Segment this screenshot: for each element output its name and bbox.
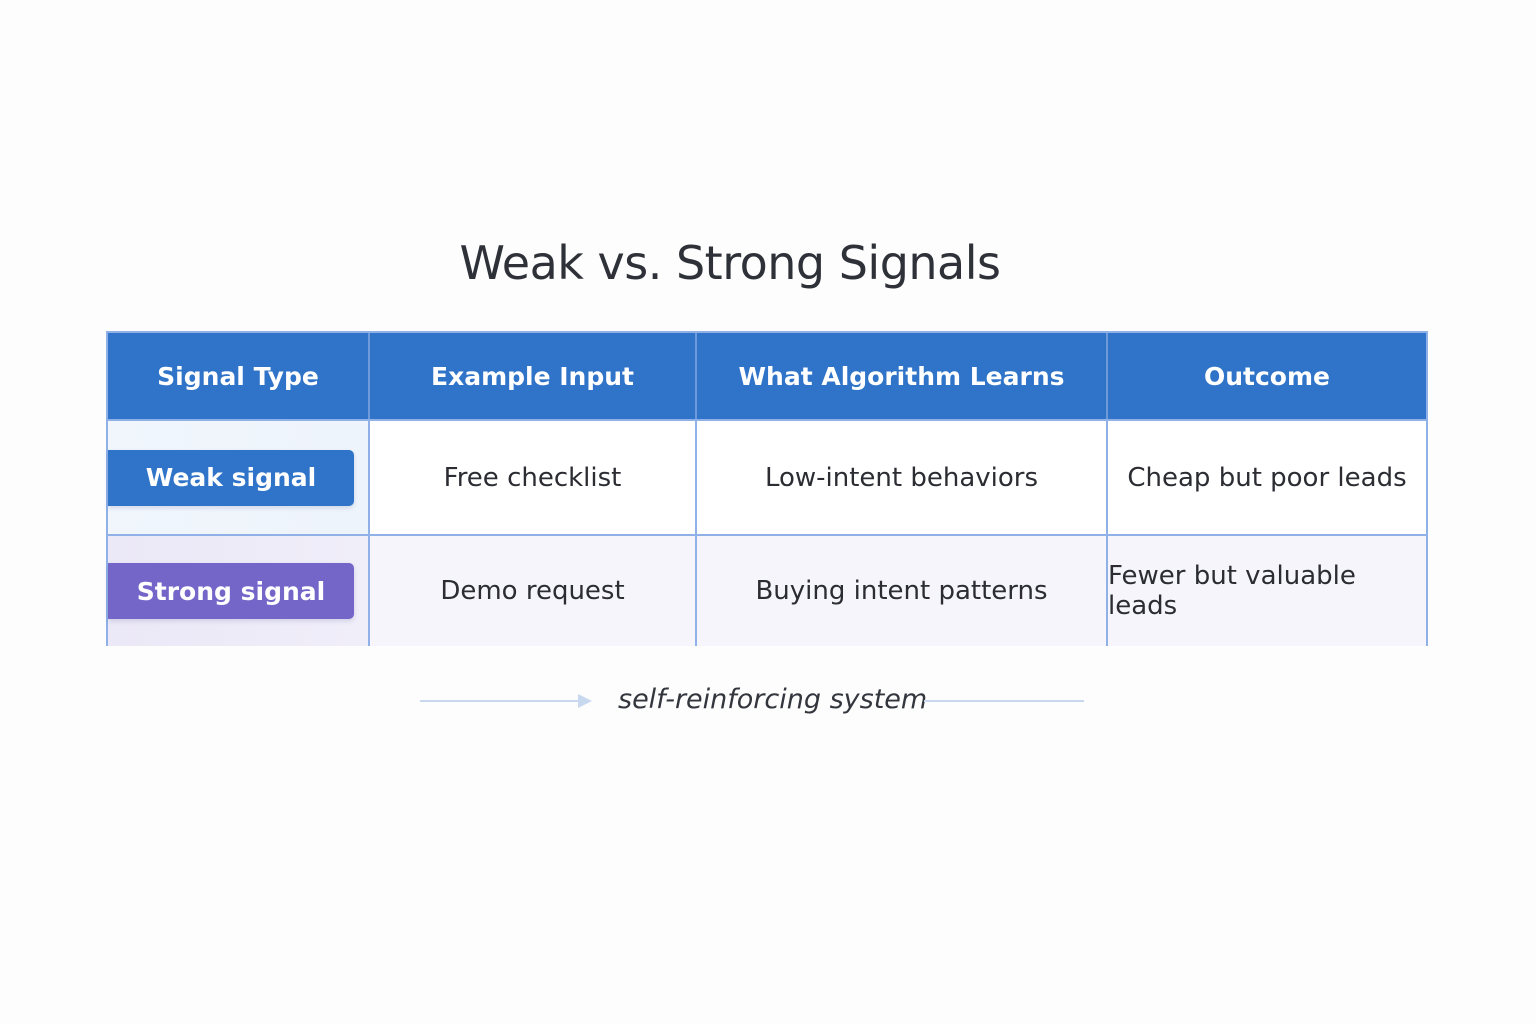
signal-type-cell: Strong signal [108,536,370,646]
table-row: Weak signal Free checklist Low-intent be… [108,419,1426,534]
header-outcome: Outcome [1203,361,1330,391]
signals-table: Signal Type Example Input What Algorithm… [106,331,1428,646]
signal-type-cell: Weak signal [108,421,370,534]
table-row: Strong signal Demo request Buying intent… [108,534,1426,646]
flow-label: self-reinforcing system [618,684,928,715]
strong-signal-badge: Strong signal [108,563,354,619]
outcome-cell: Cheap but poor leads [1127,462,1407,493]
header-signal-type: Signal Type [108,333,370,419]
page-title: Weak vs. Strong Signals [459,236,1002,290]
flow-line-right [924,700,1084,702]
algorithm-learns-cell: Low-intent behaviors [697,421,1108,534]
table-header-row: Signal Type Example Input What Algorithm… [108,333,1426,419]
example-input-cell: Demo request [370,536,697,646]
header-algorithm-learns: What Algorithm Learns [697,333,1108,419]
arrow-right-icon [578,694,592,708]
flow-caption: self-reinforcing system [420,684,1085,720]
weak-signal-badge: Weak signal [108,449,354,506]
outcome-cell: Fewer but valuable leads [1108,561,1356,621]
algorithm-learns-cell: Buying intent patterns [697,536,1108,646]
flow-line-left [420,700,580,702]
example-input-cell: Free checklist [370,421,697,534]
header-example-input: Example Input [370,333,697,419]
